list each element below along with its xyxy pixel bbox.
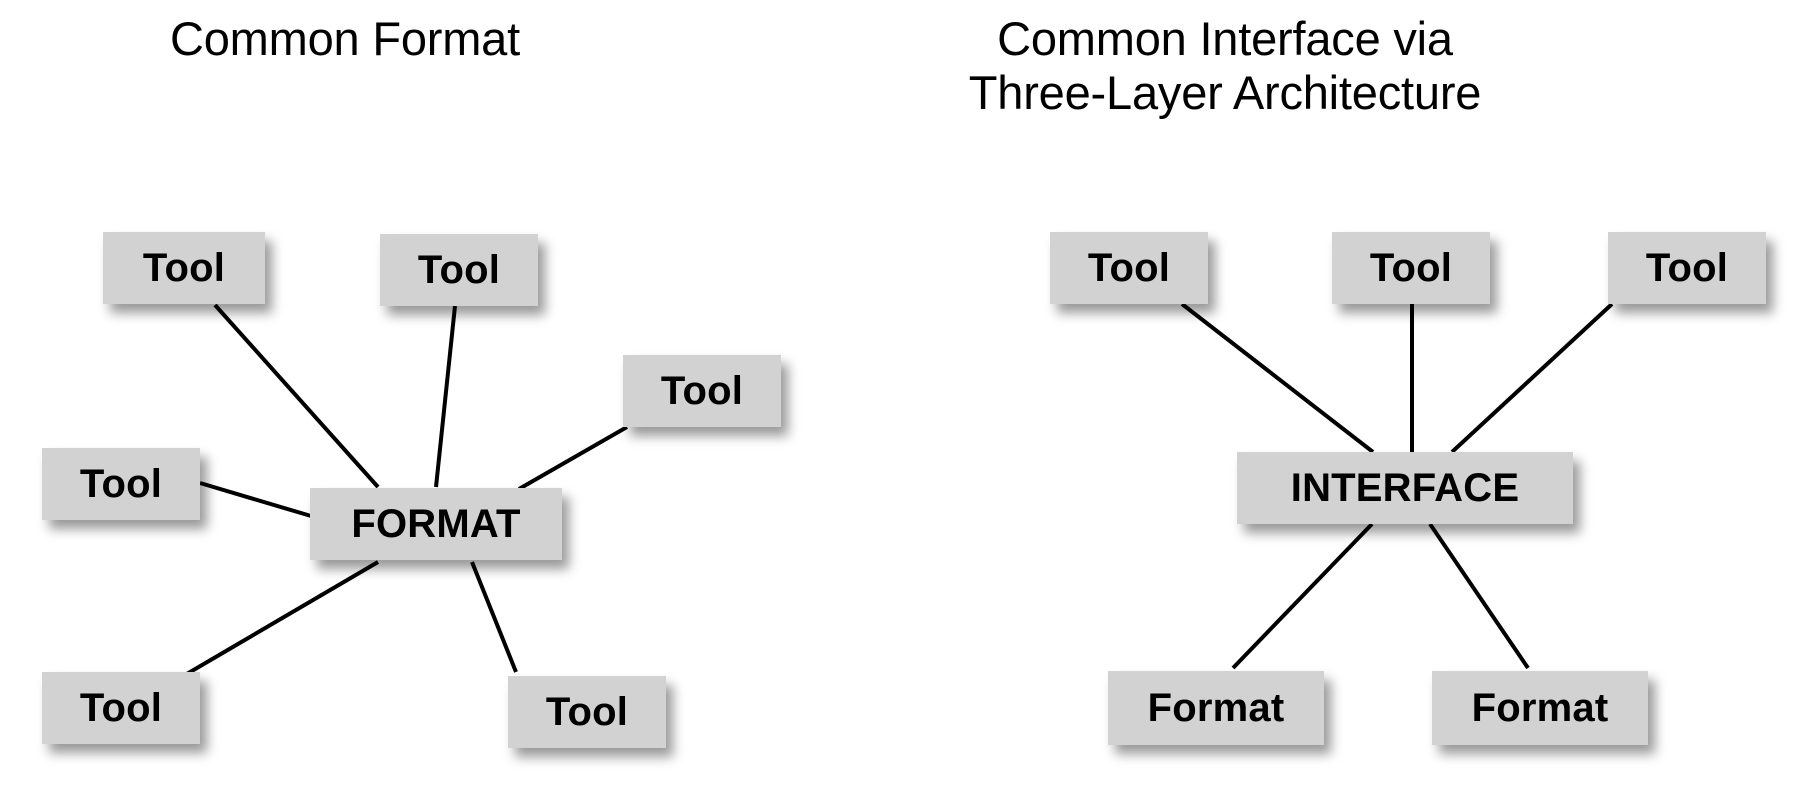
connector-line-right-3 [1450, 302, 1614, 454]
connector-line-right-4 [1231, 522, 1374, 670]
connector-line-right-1 [1180, 302, 1375, 454]
left-node-tool-5[interactable]: Tool [42, 672, 200, 744]
left-hub-format[interactable]: FORMAT [310, 488, 562, 560]
connector-line-left-3 [518, 425, 628, 491]
left-node-tool-6[interactable]: Tool [508, 676, 666, 748]
left-node-tool-1[interactable]: Tool [103, 232, 265, 304]
connector-line-left-5 [183, 560, 380, 677]
node-label: Tool [79, 461, 163, 506]
node-label: Tool [79, 685, 163, 730]
connector-line-left-2 [434, 305, 457, 488]
node-label: Tool [660, 368, 744, 413]
left-panel-title: Common Format [170, 12, 520, 65]
node-label: FORMAT [351, 501, 521, 546]
left-node-tool-2[interactable]: Tool [380, 234, 538, 306]
node-label: Tool [1087, 245, 1171, 290]
right-node-tool-3[interactable]: Tool [1608, 232, 1766, 304]
right-panel-title: Common Interface via Three-Layer Archite… [968, 12, 1482, 119]
node-label: Tool [1369, 245, 1453, 290]
connector-line-left-6 [470, 561, 518, 673]
node-label: Tool [545, 689, 629, 734]
connector-line-right-5 [1428, 522, 1530, 670]
right-hub-interface[interactable]: INTERFACE [1237, 452, 1573, 524]
node-label: Tool [417, 247, 501, 292]
node-label: Format [1147, 685, 1285, 730]
right-node-tool-2[interactable]: Tool [1332, 232, 1490, 304]
left-node-tool-4[interactable]: Tool [42, 448, 200, 520]
node-label: Tool [142, 245, 226, 290]
connector-line-left-4 [199, 481, 312, 518]
node-label: Tool [1645, 245, 1729, 290]
node-label: INTERFACE [1290, 465, 1520, 510]
right-node-format-5[interactable]: Format [1432, 671, 1648, 745]
right-node-tool-1[interactable]: Tool [1050, 232, 1208, 304]
right-node-format-4[interactable]: Format [1108, 671, 1324, 745]
node-label: Format [1471, 685, 1609, 730]
left-node-tool-3[interactable]: Tool [623, 355, 781, 427]
connector-line-left-1 [213, 303, 380, 489]
